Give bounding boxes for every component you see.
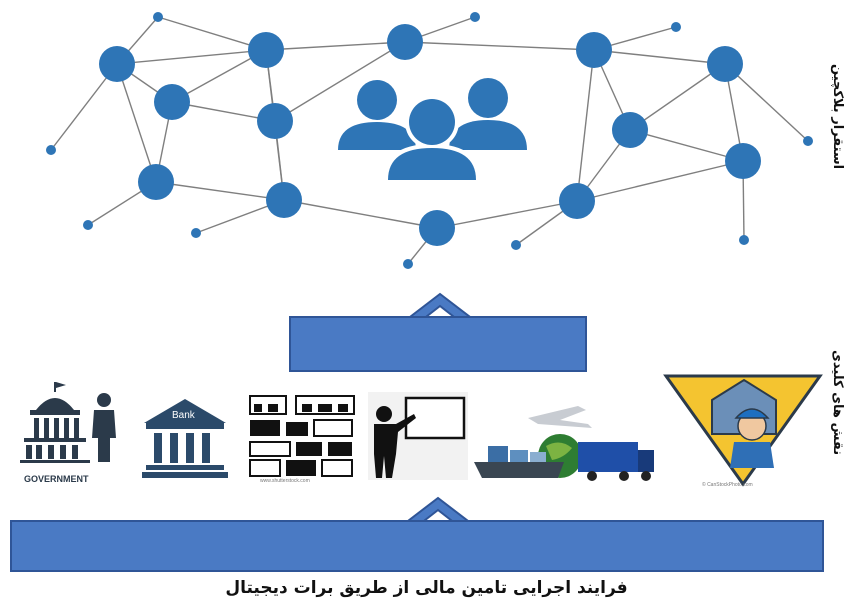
role-builder: © CanStockPhoto.com (662, 370, 824, 488)
network-edge (436, 200, 578, 229)
svg-text:© CanStockPhoto.com: © CanStockPhoto.com (702, 481, 753, 488)
government-text: GOVERNMENT (24, 474, 89, 484)
network-node (387, 24, 423, 60)
bank-icon: Bank (142, 399, 228, 478)
network-edge (576, 160, 744, 202)
process-box-bottom (10, 520, 824, 572)
logistics-icon (474, 406, 654, 481)
network-node (419, 210, 455, 246)
network-leaf-node (191, 228, 201, 238)
network-edge (593, 49, 726, 65)
network-edge (283, 199, 438, 229)
network-leaf-node (153, 12, 163, 22)
network-leaf-node (671, 22, 681, 32)
network-node (138, 164, 174, 200)
blockchain-network-diagram (46, 12, 813, 269)
network-nodes (46, 12, 813, 269)
government-icon: GOVERNMENT (20, 382, 116, 484)
network-node (576, 32, 612, 68)
network-edge (724, 63, 809, 142)
blockchain-deployment-label: استقرار بلاکچین (830, 64, 845, 170)
builder-icon: © CanStockPhoto.com (663, 374, 823, 488)
network-edge (576, 49, 595, 202)
network-leaf-node (403, 259, 413, 269)
network-node (257, 103, 293, 139)
network-node (559, 183, 595, 219)
network-leaf-node (803, 136, 813, 146)
network-node (154, 84, 190, 120)
key-roles-label: نقش های کلیدی (830, 350, 845, 456)
user-group-icon (333, 74, 532, 184)
network-node (266, 182, 302, 218)
network-leaf-node (46, 145, 56, 155)
role-presenter (368, 392, 468, 480)
network-edge (116, 63, 157, 183)
network-edge (629, 129, 744, 162)
network-leaf-node (739, 235, 749, 245)
role-logistics (468, 400, 658, 488)
network-edge (157, 16, 267, 51)
network-node (725, 143, 761, 179)
network-node (248, 32, 284, 68)
network-leaf-node (83, 220, 93, 230)
network-edge (116, 49, 267, 65)
network-edge (274, 41, 406, 122)
diagram-caption: فرایند اجرایی تامین مالی از طریق برات دی… (225, 578, 628, 598)
svg-text:www.shutterstock.com: www.shutterstock.com (260, 478, 310, 484)
network-edge (155, 181, 285, 201)
network-node (99, 46, 135, 82)
network-leaf-node (470, 12, 480, 22)
arrow-up-icon (404, 292, 476, 320)
network-node (612, 112, 648, 148)
shops-icon: www.shutterstock.com (249, 395, 355, 484)
process-box-middle (289, 316, 587, 372)
network-edge (629, 63, 726, 131)
network-leaf-node (511, 240, 521, 250)
presenter-icon (368, 392, 468, 480)
network-edge (404, 41, 595, 51)
role-shops: www.shutterstock.com (246, 392, 358, 484)
role-bank: Bank (140, 395, 230, 480)
network-edge (265, 41, 406, 51)
arrow-up-icon (402, 496, 474, 524)
bank-text: Bank (172, 410, 196, 421)
role-government: GOVERNMENT (18, 378, 124, 488)
network-edge (50, 63, 118, 151)
network-node (707, 46, 743, 82)
